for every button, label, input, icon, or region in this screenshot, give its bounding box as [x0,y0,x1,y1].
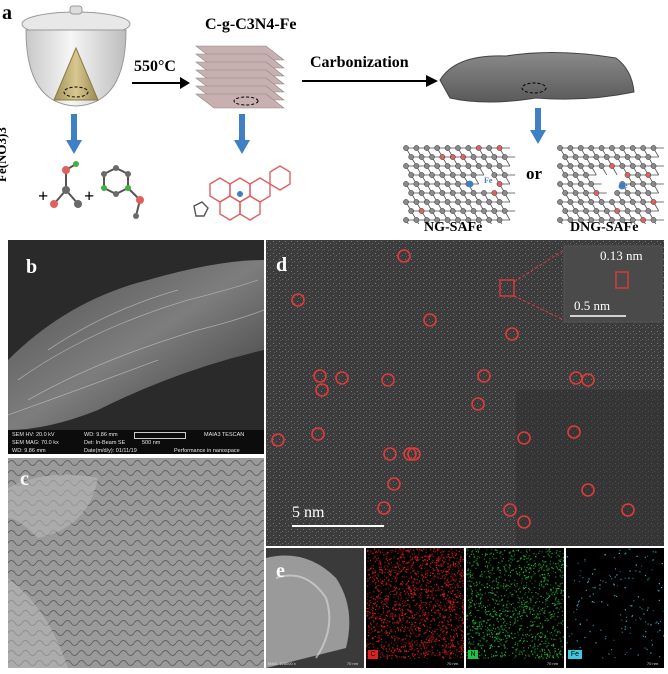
molecule-1 [46,160,86,220]
panel-c-tem-image: c [8,458,264,668]
sem-wd: WD: 9.86 mm [84,432,118,438]
eds-haadf-tile: e MAG: 128000 x 70 nm [266,548,364,668]
eds-map-c: C 70 nm [366,548,464,668]
sem-hv: SEM HV: 20.0 kV [12,432,55,438]
panel-d-haadf-image: d 0.13 nm 0.5 nm 5 nm [266,240,664,546]
fe-label-left: Fe [484,176,492,185]
sem-mag: SEM MAG: 70.0 kx [12,440,59,446]
tem-texture [8,458,264,668]
panel-b-sem-image: b SEM HV: 20.0 kV WD: 9.86 mm MAIA3 TESC… [8,240,264,454]
down-arrow-3 [530,108,546,144]
sem-tagline: Performance in nanospace [174,448,240,454]
sem-date: Date(m/d/y): 01/11/19 [84,448,137,454]
eds-tag-c: C [368,650,378,659]
precursor-label: Fe(NO3)3 [0,127,10,182]
sem-wd-2: WD: 9.86 mm [12,448,46,454]
panel-letter-d: d [276,254,287,277]
eds-scale-fe: 70 nm [647,661,658,666]
eds-map-n: N 70 nm [466,548,564,668]
eds-corner-text: MAG: 128000 x [268,661,296,666]
eds-tag-n: N [468,650,478,659]
sem-scale-bar [134,432,186,439]
panel-letter-a: a [2,2,12,25]
eds-scale-n: 70 nm [547,661,558,666]
ng-safe-label: NG-SAFe [424,220,482,236]
step1-label: 550°C [134,58,176,76]
polymer-structure [190,154,300,234]
panel-letter-b: b [26,256,37,279]
molecule-2 [96,160,152,226]
eds-map-fe: Fe 70 nm [566,548,664,668]
sem-scale: 500 nm [142,440,160,446]
layered-stack-illustration [190,36,290,116]
panel-letter-e: e [276,560,285,583]
or-label: or [526,164,542,184]
eds-scale-haadf: 70 nm [347,661,358,666]
haadf-texture [266,240,664,546]
inset-distance-label: 0.13 nm [600,248,643,264]
ng-safe-model [398,140,518,224]
dng-safe-model [552,140,664,224]
panel-e-eds-maps: e MAG: 128000 x 70 nm C 70 nm N 70 nm Fe… [266,548,664,668]
eds-map-c-dots [366,548,464,668]
step2-label: Carbonization [310,54,409,72]
dng-safe-label: DNG-SAFe [570,220,638,236]
crucible-illustration [18,4,134,110]
sem-info-bar: SEM HV: 20.0 kV WD: 9.86 mm MAIA3 TESCAN… [8,430,264,454]
inset-scale-label: 0.5 nm [574,298,610,314]
scale-bar-label: 5 nm [292,504,324,522]
eds-tag-fe: Fe [568,650,582,659]
eds-scale-c: 70 nm [447,661,458,666]
sem-detector: Det: In-Beam SE [84,440,125,446]
product-label: C-g-C3N4-Fe [205,16,297,34]
fe-label-right: Fe [619,181,627,190]
sem-texture [8,240,264,430]
panel-letter-c: c [20,468,29,491]
carbon-sheet-illustration [436,40,636,110]
down-arrow-2 [234,114,250,154]
down-arrow-1 [66,114,82,154]
step1-arrow [130,76,190,90]
sem-brand: MAIA3 TESCAN [204,432,244,438]
eds-map-n-dots [466,548,564,668]
step2-arrow [300,74,438,88]
